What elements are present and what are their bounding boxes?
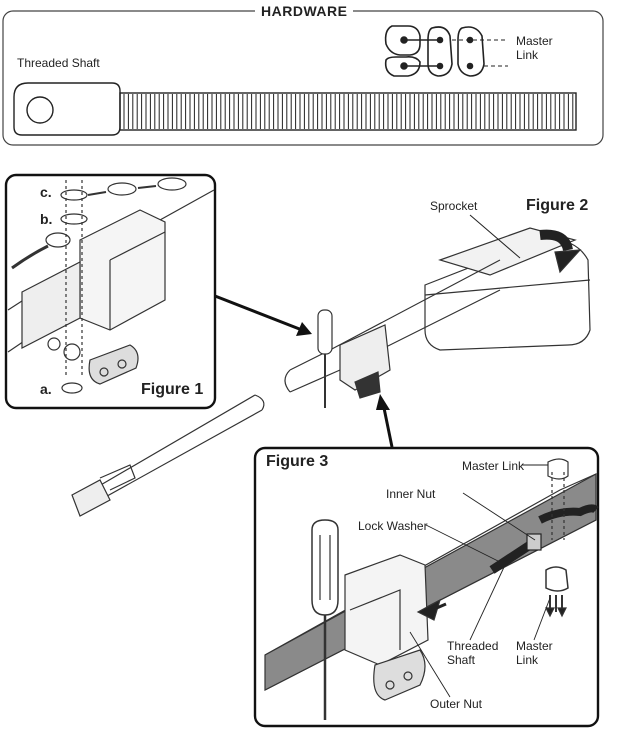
figure2-illustration: [284, 214, 591, 408]
hardware-title: HARDWARE: [255, 4, 354, 18]
master-link-dashed: [452, 39, 508, 67]
figure2-title: Figure 2: [526, 197, 589, 214]
figure3-title: Figure 3: [266, 453, 329, 470]
hardware-box: [2, 10, 604, 146]
shaft-threads: [123, 94, 574, 129]
master-link-label: Master Link: [516, 34, 553, 62]
step-c: c.: [40, 184, 52, 200]
threaded-shaft-label: Threaded Shaft: [17, 56, 100, 70]
inner-nut-label: Inner Nut: [386, 487, 436, 501]
step-b: b.: [40, 211, 53, 227]
figure1-illustration: [7, 177, 215, 394]
figure3-leader-lines: [409, 464, 551, 698]
lock-washer-label: Lock Washer: [358, 519, 428, 533]
outer-nut-label: Outer Nut: [430, 697, 483, 711]
threaded-shaft-fig3-label: Threaded Shaft: [447, 639, 499, 667]
figure3-illustration: [264, 458, 599, 720]
arrow-fig3: [382, 407, 394, 448]
threaded-shaft-hardware: [13, 82, 577, 136]
lower-rail: [71, 394, 265, 517]
step-a: a.: [40, 381, 52, 397]
figure1-title: Figure 1: [141, 381, 204, 398]
sprocket-label: Sprocket: [430, 199, 478, 213]
master-link-hardware: [384, 25, 485, 77]
master-link-bottom-label: Master Link: [516, 639, 553, 667]
arrow-fig1: [214, 294, 303, 332]
master-link-top-label: Master Link: [462, 459, 525, 473]
